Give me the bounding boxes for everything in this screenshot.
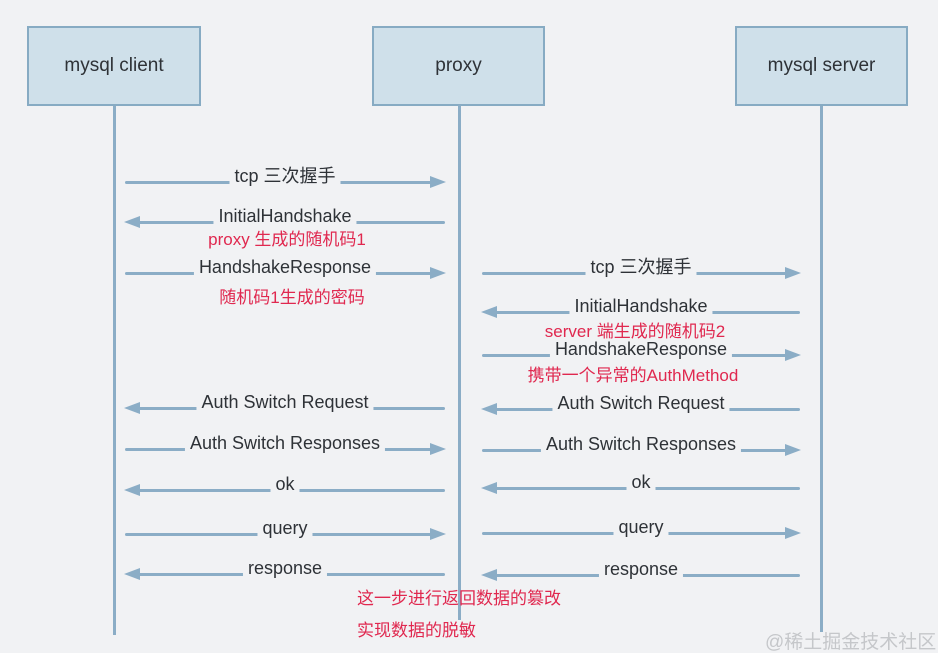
arrowhead-left-icon: [124, 401, 140, 414]
actor-label: proxy: [435, 55, 482, 76]
actor-box-mysql-client: mysql client: [27, 26, 201, 106]
annotation-data-masking: 实现数据的脱敏: [357, 621, 476, 640]
annotation-proxy-random-code: proxy 生成的随机码1: [208, 230, 366, 249]
message-label: HandshakeResponse: [193, 257, 377, 277]
message-label: tcp 三次握手: [585, 257, 697, 277]
arrowhead-right-icon: [430, 527, 446, 540]
message-label: ok: [270, 474, 300, 494]
message-label: Auth Switch Responses: [540, 434, 742, 454]
arrowhead-left-icon: [124, 215, 140, 228]
actor-box-mysql-server: mysql server: [735, 26, 908, 106]
message-label: query: [613, 517, 669, 537]
message-label: query: [257, 518, 313, 538]
message-label: Auth Switch Request: [196, 392, 374, 412]
arrowhead-right-icon: [430, 442, 446, 455]
arrowhead-left-icon: [481, 402, 497, 415]
arrowhead-right-icon: [785, 348, 801, 361]
message-label: tcp 三次握手: [229, 166, 341, 186]
annotation-tamper-response: 这一步进行返回数据的篡改: [357, 589, 561, 608]
message-label: HandshakeResponse: [549, 339, 733, 359]
arrowhead-left-icon: [481, 568, 497, 581]
arrowhead-right-icon: [785, 266, 801, 279]
watermark-text: @稀土掘金技术社区: [765, 632, 937, 653]
lifeline-mysql-server: [820, 106, 823, 632]
message-label: InitialHandshake: [569, 296, 713, 316]
arrowhead-right-icon: [430, 175, 446, 188]
arrowhead-left-icon: [481, 481, 497, 494]
message-label: response: [598, 559, 684, 579]
annotation-server-random-code: server 端生成的随机码2: [544, 322, 726, 341]
arrowhead-right-icon: [430, 266, 446, 279]
message-label: Auth Switch Responses: [184, 433, 386, 453]
actor-box-proxy: proxy: [372, 26, 545, 106]
arrowhead-left-icon: [481, 305, 497, 318]
arrowhead-left-icon: [124, 483, 140, 496]
actor-label: mysql client: [64, 55, 164, 76]
arrowhead-right-icon: [785, 443, 801, 456]
message-label: InitialHandshake: [213, 206, 357, 226]
message-label: ok: [626, 472, 656, 492]
message-label: Auth Switch Request: [552, 393, 730, 413]
lifeline-proxy: [458, 105, 461, 620]
arrowhead-right-icon: [785, 526, 801, 539]
annotation-abnormal-authmethod: 携带一个异常的AuthMethod: [527, 366, 739, 385]
lifeline-mysql-client: [113, 106, 116, 635]
actor-label: mysql server: [767, 55, 876, 76]
message-label: response: [242, 558, 328, 578]
arrowhead-left-icon: [124, 567, 140, 580]
annotation-password-from-code1: 随机码1生成的密码: [219, 288, 365, 307]
